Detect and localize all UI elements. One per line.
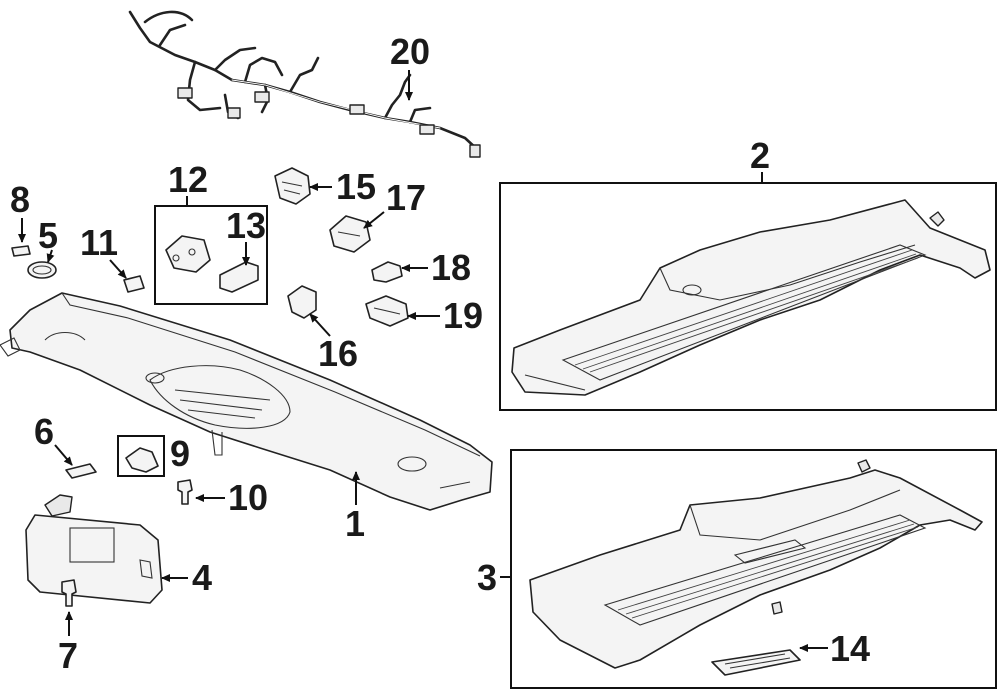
screw-part-7[interactable] [61, 579, 77, 607]
headliner-panel-part-2[interactable] [511, 199, 991, 396]
callout-18: 18 [431, 247, 471, 288]
screw-part-10[interactable] [177, 479, 193, 505]
callout-14: 14 [830, 628, 870, 669]
bracket-part-6[interactable] [65, 463, 97, 479]
headliner-panel-part-3[interactable] [529, 459, 983, 669]
wiring-harness-part[interactable] [128, 10, 481, 158]
leader-17 [363, 211, 385, 229]
leader-16 [309, 313, 331, 337]
lamp-part-17[interactable] [329, 215, 371, 253]
hook-part-9[interactable] [125, 447, 159, 473]
callout-5: 5 [38, 215, 58, 256]
callout-6: 6 [34, 411, 54, 452]
sun-visor-part[interactable] [25, 494, 163, 604]
callout-7: 7 [58, 635, 78, 676]
part-12-box [154, 205, 268, 305]
callout-16: 16 [318, 333, 358, 374]
callout-9: 9 [170, 433, 190, 474]
bulb-part-18[interactable] [371, 261, 403, 283]
callout-13: 13 [226, 205, 266, 246]
bracket-part-16[interactable] [287, 285, 317, 319]
callout-8: 8 [10, 179, 30, 220]
panel-box-3 [510, 449, 997, 689]
callout-20: 20 [390, 31, 430, 72]
lens-part-13[interactable] [219, 261, 259, 293]
dome-lamp-part-14[interactable] [711, 601, 801, 676]
clip-part-11[interactable] [123, 275, 145, 293]
lamp-part-19[interactable] [365, 295, 409, 327]
callout-3: 3 [477, 557, 497, 598]
part-9-box [117, 435, 165, 477]
lamp-housing-part-12[interactable] [165, 235, 211, 273]
lamp-part-15[interactable] [274, 167, 311, 205]
grommet-part-5[interactable] [27, 261, 57, 279]
leader-6 [54, 444, 73, 466]
leader-11 [109, 259, 127, 279]
callout-2: 2 [750, 135, 770, 176]
leader-5 [46, 249, 55, 263]
callout-17: 17 [386, 177, 426, 218]
panel-box-2 [499, 182, 997, 411]
callout-11: 11 [80, 222, 118, 263]
callout-10: 10 [228, 477, 268, 518]
callout-4: 4 [192, 557, 212, 598]
callout-12: 12 [168, 159, 208, 200]
callout-15: 15 [336, 166, 376, 207]
headliner-part[interactable] [0, 292, 493, 511]
callout-19: 19 [443, 295, 483, 336]
callout-1: 1 [345, 503, 365, 544]
clip-part-8[interactable] [11, 245, 31, 257]
